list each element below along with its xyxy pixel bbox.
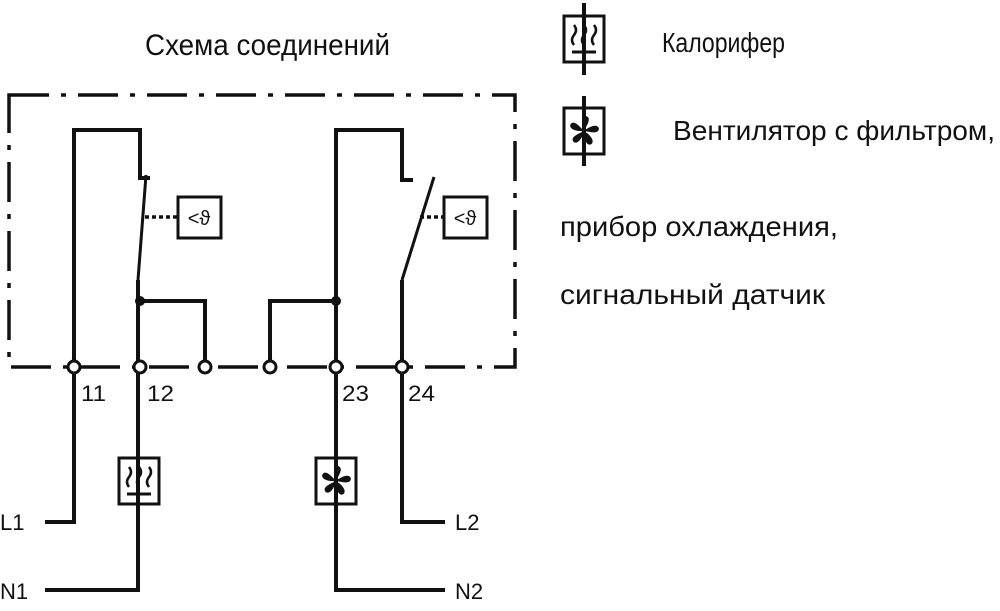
temperature-sensor-box xyxy=(442,195,489,240)
temperature-sensor-box xyxy=(176,195,223,240)
contact-11-12: <ϑ xyxy=(45,128,223,592)
supply-n1: N1 xyxy=(0,579,28,604)
terminal-11: 11 xyxy=(81,381,106,406)
terminal-12: 12 xyxy=(147,381,174,406)
legend-fan-label: Вентилятор с фильтром, xyxy=(673,115,995,146)
supply-l1: L1 xyxy=(0,510,24,535)
terminal-23: 23 xyxy=(342,381,369,406)
legend-heater-label: Калорифер xyxy=(662,27,785,58)
temperature-sensor-label: <ϑ xyxy=(188,208,211,230)
temperature-sensor-label: <ϑ xyxy=(454,208,477,230)
terminals xyxy=(66,359,410,375)
legend-fan-line2: прибор охлаждения, xyxy=(560,211,838,242)
supply-n2: N2 xyxy=(455,579,483,604)
diagram-title: Схема соединений xyxy=(145,29,390,62)
terminal-24: 24 xyxy=(408,381,435,406)
legend-fan: Вентилятор с фильтром, прибор охлаждения… xyxy=(560,96,995,310)
supply-l2: L2 xyxy=(455,510,479,535)
legend-heater: Калорифер xyxy=(562,3,785,75)
legend-fan-line3: сигнальный датчик xyxy=(560,279,826,310)
device-enclosure xyxy=(7,93,517,369)
